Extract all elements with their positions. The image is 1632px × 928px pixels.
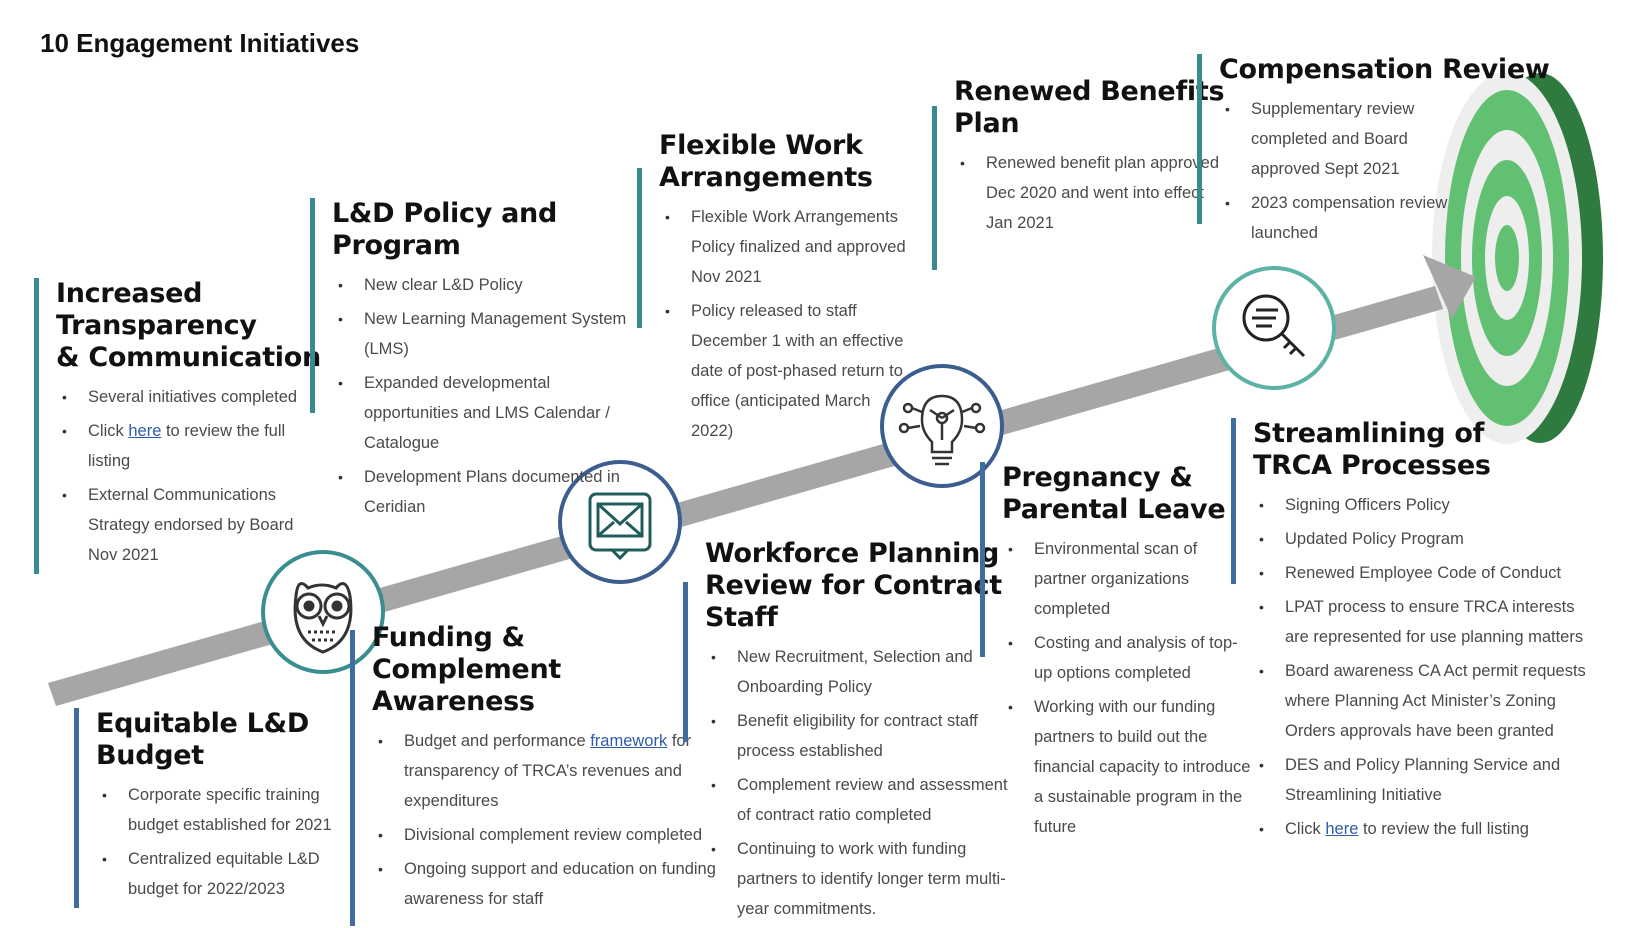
here-link[interactable]: here xyxy=(1325,820,1359,838)
accent-bar xyxy=(932,106,937,270)
bullet-item: Ongoing support and education on funding… xyxy=(378,854,727,914)
bullet-list: New Recruitment, Selection and Onboardin… xyxy=(705,642,1025,924)
bullet-list: Environmental scan of partner organizati… xyxy=(1002,534,1252,842)
bullet-item: Centralized equitable L&D budget for 202… xyxy=(102,844,356,904)
initiative-title: Renewed Benefits Plan xyxy=(954,76,1225,139)
initiative-title: Equitable L&D Budget xyxy=(96,708,309,771)
lightbulb-network-icon xyxy=(898,394,986,466)
initiative-title: Workforce Planning Review for Contract S… xyxy=(705,538,1002,633)
bullet-item: Budget and performance framework for tra… xyxy=(378,726,727,816)
bullet-item: Updated Policy Program xyxy=(1259,524,1598,554)
bullet-item: Development Plans documented in Ceridian xyxy=(338,462,648,522)
initiative-flexible-work: Flexible Work Arrangements Flexible Work… xyxy=(637,130,909,450)
bullet-list: Corporate specific training budget estab… xyxy=(96,780,356,904)
bullet-item: Costing and analysis of top-up options c… xyxy=(1008,628,1252,688)
owl-icon xyxy=(293,582,353,654)
bullet-list: Budget and performance framework for tra… xyxy=(372,726,727,914)
initiative-ld-policy: L&D Policy and Program New clear L&D Pol… xyxy=(310,198,648,526)
initiative-funding: Funding & Complement Awareness Budget an… xyxy=(350,622,727,926)
initiative-title: Compensation Review xyxy=(1219,54,1550,85)
bullet-item: Click here to review the full listing xyxy=(1259,814,1598,844)
initiative-transparency: Increased Transparency & Communication S… xyxy=(34,278,326,574)
accent-bar xyxy=(683,582,688,742)
bullet-list: Renewed benefit plan approved Dec 2020 a… xyxy=(954,148,1229,238)
bullet-item: Signing Officers Policy xyxy=(1259,490,1598,520)
bullet-item: External Communications Strategy endorse… xyxy=(62,480,326,570)
here-link[interactable]: here xyxy=(128,422,162,440)
bullet-item: Policy released to staff December 1 with… xyxy=(665,296,909,446)
arrow-shaft xyxy=(48,286,1443,706)
bullet-item: New Recruitment, Selection and Onboardin… xyxy=(711,642,1025,702)
initiative-title: Flexible Work Arrangements xyxy=(659,130,873,193)
initiative-equitable-budget: Equitable L&D Budget Corporate specific … xyxy=(74,708,356,908)
bullet-item: Flexible Work Arrangements Policy finali… xyxy=(665,202,909,292)
bullet-item: Click here to review the full listing xyxy=(62,416,326,476)
bullet-item: Several initiatives completed xyxy=(62,382,326,412)
initiative-streamlining: Streamlining of TRCA Processes Signing O… xyxy=(1231,418,1598,848)
initiative-title: L&D Policy and Program xyxy=(332,198,557,261)
accent-bar xyxy=(1231,418,1236,584)
accent-bar xyxy=(350,630,355,926)
accent-bar xyxy=(637,168,642,328)
bullet-item: New Learning Management System (LMS) xyxy=(338,304,648,364)
page-title: 10 Engagement Initiatives xyxy=(40,28,360,58)
bullet-item: LPAT process to ensure TRCA interests ar… xyxy=(1259,592,1598,652)
bullet-list: Signing Officers Policy Updated Policy P… xyxy=(1253,490,1598,844)
bullet-item: Complement review and assessment of cont… xyxy=(711,770,1025,830)
bullet-item: Corporate specific training budget estab… xyxy=(102,780,356,840)
accent-bar xyxy=(34,278,39,574)
lightbulb-circle xyxy=(880,364,1004,488)
bullet-item: Expanded developmental opportunities and… xyxy=(338,368,648,458)
bullet-list: Flexible Work Arrangements Policy finali… xyxy=(659,202,909,446)
target-bullseye xyxy=(1495,225,1519,291)
bullet-item: Renewed Employee Code of Conduct xyxy=(1259,558,1598,588)
search-key-icon xyxy=(1242,294,1306,358)
initiative-title: Funding & Complement Awareness xyxy=(372,622,561,717)
bullet-item: Benefit eligibility for contract staff p… xyxy=(711,706,1025,766)
initiative-title: Pregnancy & Parental Leave xyxy=(1002,462,1226,525)
bullet-list: Several initiatives completed Click here… xyxy=(56,382,326,570)
accent-bar xyxy=(1197,54,1202,224)
bullet-item: New clear L&D Policy xyxy=(338,270,648,300)
bullet-item: Board awareness CA Act permit requests w… xyxy=(1259,656,1598,746)
bullet-list: New clear L&D Policy New Learning Manage… xyxy=(332,270,648,522)
accent-bar xyxy=(74,708,79,908)
initiative-compensation: Compensation Review Supplementary review… xyxy=(1197,54,1550,252)
bullet-item: DES and Policy Planning Service and Stre… xyxy=(1259,750,1598,810)
initiative-benefits: Renewed Benefits Plan Renewed benefit pl… xyxy=(932,76,1229,270)
initiative-parental-leave: Pregnancy & Parental Leave Environmental… xyxy=(980,462,1252,846)
arrow-head xyxy=(1423,255,1476,319)
initiative-workforce: Workforce Planning Review for Contract S… xyxy=(683,538,1025,928)
initiative-title: Streamlining of TRCA Processes xyxy=(1253,418,1491,481)
framework-link[interactable]: framework xyxy=(590,732,668,750)
accent-bar xyxy=(310,198,315,413)
initiative-title: Increased Transparency & Communication xyxy=(56,278,321,373)
bullet-list: Supplementary review completed and Board… xyxy=(1219,94,1479,248)
bullet-item: Supplementary review completed and Board… xyxy=(1225,94,1479,184)
bullet-item: Environmental scan of partner organizati… xyxy=(1008,534,1252,624)
bullet-item: Working with our funding partners to bui… xyxy=(1008,692,1252,842)
search-circle xyxy=(1212,266,1336,390)
accent-bar xyxy=(980,462,985,657)
progress-arrow xyxy=(48,255,1476,706)
bullet-item: Renewed benefit plan approved Dec 2020 a… xyxy=(960,148,1229,238)
bullet-item: Continuing to work with funding partners… xyxy=(711,834,1025,924)
bullet-item: 2023 compensation review launched xyxy=(1225,188,1479,248)
bullet-item: Divisional complement review completed xyxy=(378,820,727,850)
